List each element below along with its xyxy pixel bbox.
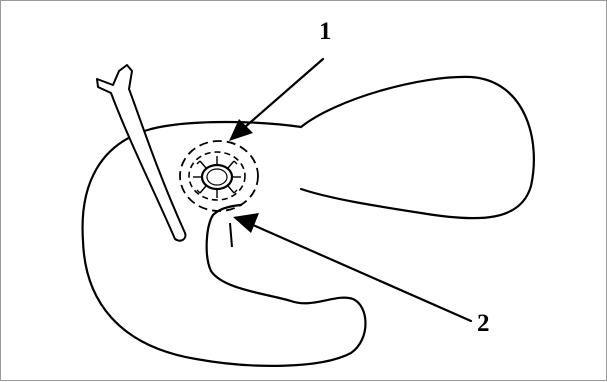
gallbladder-lobe-outline (301, 77, 534, 218)
papilla-spokes (193, 156, 241, 198)
duodenal-loop-outline (83, 122, 366, 366)
callout-label-1: 1 (319, 18, 332, 45)
arrow-2-head (233, 213, 259, 233)
arrow-2-tick (230, 223, 232, 247)
arrow-1-shaft (245, 59, 323, 127)
papilla-ring-inner (207, 169, 227, 185)
callout-label-2: 2 (477, 310, 490, 337)
